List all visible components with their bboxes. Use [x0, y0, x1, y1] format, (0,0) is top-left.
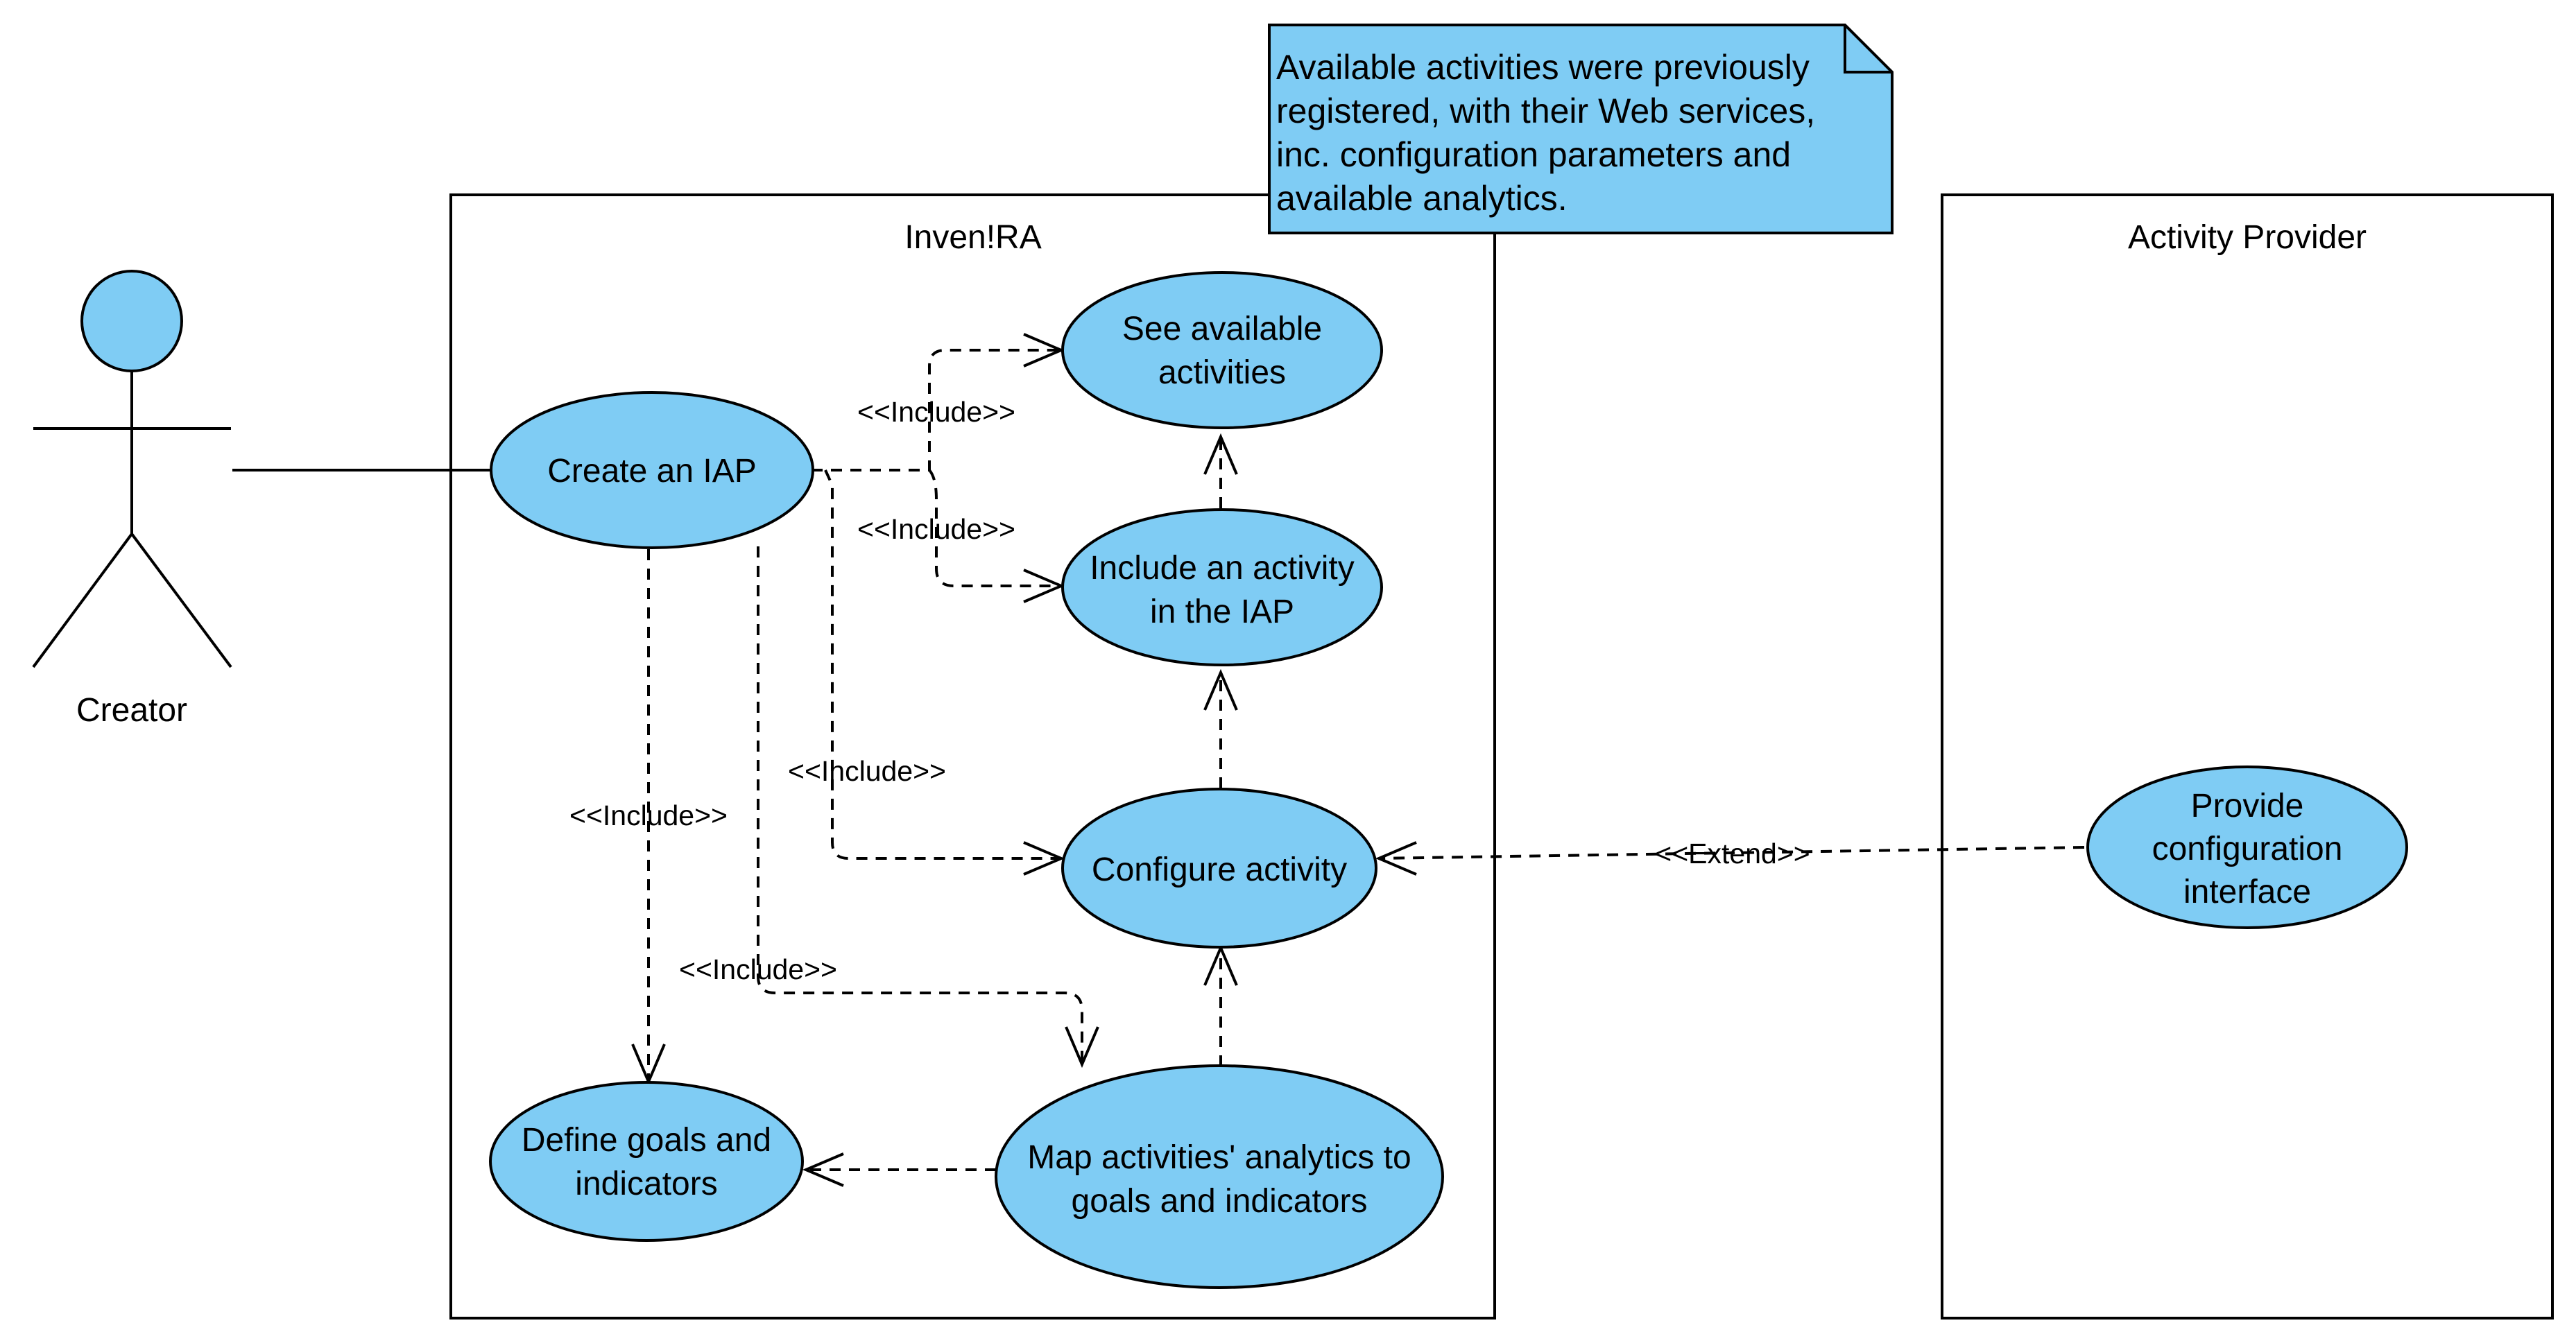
relation-configure-to-include-activity [1203, 668, 1238, 788]
use-case-define-goals-and-indicators[interactable]: Define goals and indicators [489, 1081, 804, 1242]
system-boundary-invenra: Inven!RA [449, 193, 1496, 1320]
use-case-label: in the IAP [1150, 594, 1294, 630]
system-title-activity-provider: Activity Provider [2128, 219, 2367, 256]
relation-include-define-goals: <<Include>> [569, 549, 728, 1086]
actor-label: Creator [76, 692, 187, 729]
use-case-configure-activity[interactable]: Configure activity [1061, 788, 1377, 949]
note-fold [1844, 25, 1892, 73]
relation-include-activity-to-see [1203, 433, 1238, 508]
use-case-label: indicators [575, 1166, 717, 1202]
relation-map-to-define-goals [802, 1152, 996, 1187]
use-case-label: activities [1158, 354, 1286, 391]
relation-label: <<Extend>> [1655, 838, 1810, 870]
relation-label: <<Include>> [788, 755, 946, 787]
note-line-4: available analytics. [1276, 179, 1568, 218]
use-case-label: Create an IAP [547, 453, 757, 490]
use-case-label: Provide [2191, 788, 2304, 824]
note-line-2: registered, with their Web services, [1276, 92, 1815, 130]
use-case-label: Include an activity [1090, 550, 1355, 587]
use-case-label: Map activities' analytics to [1027, 1139, 1411, 1176]
relation-label: <<Include>> [679, 953, 837, 985]
use-case-provide-configuration-interface[interactable]: Provide configuration interface [2086, 765, 2408, 929]
use-case-map-analytics-to-goals[interactable]: Map activities' analytics to goals and i… [995, 1064, 1444, 1289]
use-case-label: interface [2183, 874, 2311, 910]
use-case-label: Configure activity [1092, 851, 1347, 888]
relation-extend-configure: <<Extend>> [1375, 838, 2085, 876]
use-case-label: See available [1122, 311, 1322, 347]
note-line-3: inc. configuration parameters and [1276, 135, 1791, 174]
use-case-label: Define goals and [522, 1122, 771, 1159]
note-line-1: Available activities were previously [1276, 48, 1810, 87]
use-case-create-iap[interactable]: Create an IAP [490, 391, 814, 549]
use-case-include-activity-in-iap[interactable]: Include an activity in the IAP [1061, 508, 1383, 666]
relation-map-to-configure [1203, 944, 1238, 1066]
system-title-invenra: Inven!RA [904, 219, 1041, 256]
stick-figure-actor-icon [32, 270, 232, 668]
note-shape [1268, 24, 1894, 234]
relation-label: <<Include>> [857, 513, 1015, 545]
relation-include-configure-activity: <<Include>> [788, 469, 1065, 876]
system-boundary-activity-provider: Activity Provider [1941, 193, 2554, 1320]
relation-include-map-analytics: <<Include>> [679, 546, 1099, 1069]
relation-include-include-activity: <<Include>> [857, 469, 1065, 603]
use-case-label: configuration [2152, 831, 2343, 867]
actor-creator: Creator [32, 270, 232, 729]
relation-label: <<Include>> [569, 799, 728, 831]
relation-include-see-activities: <<Include>> [812, 333, 1065, 471]
note: Available activities were previously reg… [1268, 24, 1894, 234]
use-case-label: goals and indicators [1072, 1183, 1368, 1220]
use-case-see-available-activities[interactable]: See available activities [1061, 271, 1383, 429]
relation-label: <<Include>> [857, 396, 1015, 428]
